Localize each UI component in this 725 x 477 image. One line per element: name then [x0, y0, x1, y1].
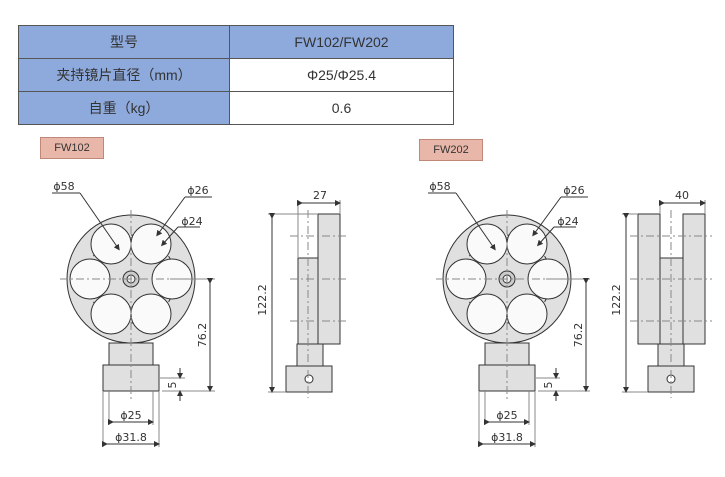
spec-key: 自重（kg）: [18, 91, 230, 125]
spec-value: Φ25/Φ25.4: [229, 58, 454, 92]
dim-label: 122.2: [256, 284, 269, 316]
dim-label: ϕ58: [429, 180, 450, 193]
dim-label: ϕ26: [187, 184, 208, 197]
spec-table: 型号 FW102/FW202 夹持镜片直径（mm） Φ25/Φ25.4 自重（k…: [18, 25, 454, 125]
spec-value: 0.6: [229, 91, 454, 125]
dim-label: 27: [313, 189, 327, 202]
fw102-front-view: [52, 192, 215, 447]
spec-row: 夹持镜片直径（mm） Φ25/Φ25.4: [18, 58, 454, 92]
dim-label: ϕ58: [53, 180, 74, 193]
spec-row: 自重（kg） 0.6: [18, 91, 454, 125]
model-tag-fw202: FW202: [419, 139, 483, 161]
fw202-front-view: [428, 192, 590, 447]
dim-label: ϕ25: [496, 409, 517, 422]
dim-label: ϕ24: [181, 215, 202, 228]
spec-row: 型号 FW102/FW202: [18, 25, 454, 59]
dim-label: 40: [675, 189, 689, 202]
dim-label: 5: [542, 382, 555, 389]
spec-value: FW102/FW202: [229, 25, 454, 59]
dim-label: ϕ31.8: [115, 431, 147, 444]
dim-label: ϕ24: [557, 215, 578, 228]
dim-label: 76.2: [196, 323, 209, 348]
fw202-side-view: [622, 200, 712, 398]
model-tag-fw102: FW102: [40, 137, 104, 159]
dim-label: ϕ26: [563, 184, 584, 197]
fw102-side-view: [268, 200, 346, 398]
dim-label: 76.2: [572, 323, 585, 348]
spec-key: 型号: [18, 25, 230, 59]
dim-label: ϕ31.8: [491, 431, 523, 444]
dim-label: 122.2: [610, 284, 623, 316]
dim-label: ϕ25: [120, 409, 141, 422]
dim-label: 5: [166, 382, 179, 389]
